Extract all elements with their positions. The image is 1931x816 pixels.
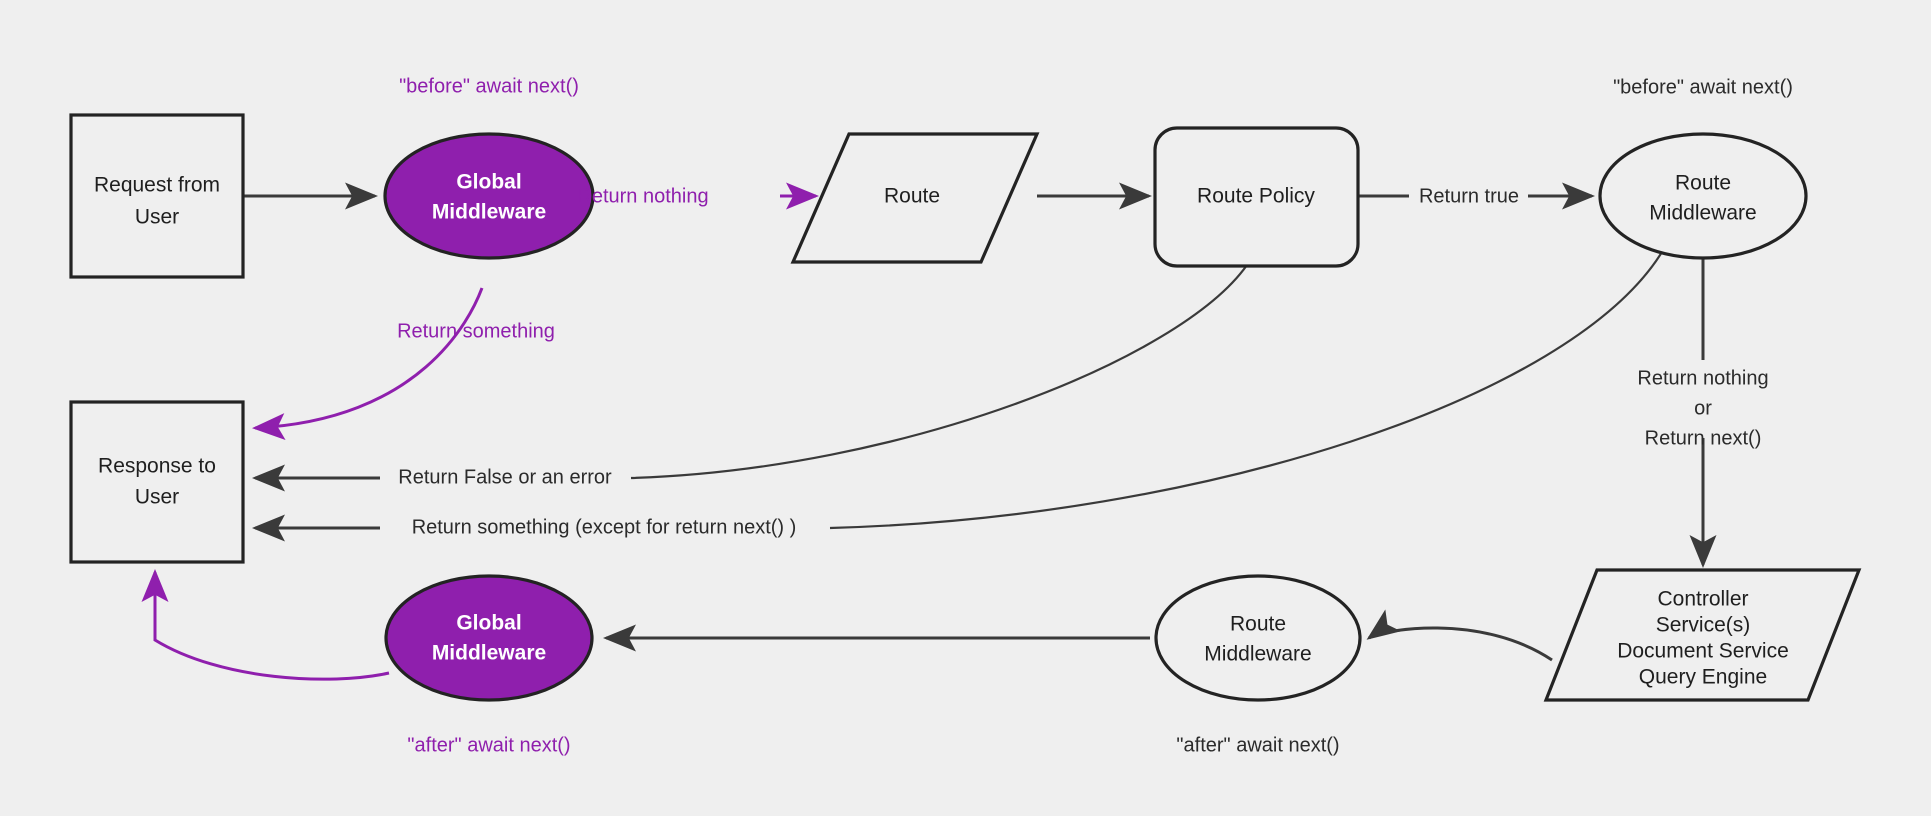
node-global-middleware-top[interactable]: Global Middleware bbox=[383, 132, 595, 260]
node-response-to-user[interactable]: Response to User bbox=[69, 400, 245, 564]
route-middleware-bottom-ellipse[interactable] bbox=[1154, 574, 1362, 702]
edge-label-return-something: Return something bbox=[397, 320, 555, 342]
node-route-middleware-bottom[interactable]: Route Middleware bbox=[1154, 574, 1362, 702]
global-middleware-bottom-label-line2: Middleware bbox=[432, 642, 546, 665]
request-from-user-label-line2: User bbox=[135, 206, 179, 229]
route-middleware-top-label-line2: Middleware bbox=[1649, 202, 1756, 225]
edge-label-return-nothing: Return nothing bbox=[577, 185, 708, 207]
route-policy-label: Route Policy bbox=[1197, 185, 1315, 208]
node-route-policy[interactable]: Route Policy bbox=[1153, 126, 1360, 268]
edge-label-route-middleware-branch-line3: Return next() bbox=[1645, 427, 1762, 449]
route-middleware-bottom-label-line1: Route bbox=[1230, 613, 1286, 636]
edge-label-return-something-except: Return something (except for return next… bbox=[412, 516, 797, 538]
controller-label-line4: Query Engine bbox=[1639, 666, 1767, 689]
controller-services-parallelogram[interactable] bbox=[1543, 568, 1862, 702]
response-to-user-label-line2: User bbox=[135, 486, 179, 509]
edge-label-route-middleware-branch-line1: Return nothing bbox=[1637, 367, 1768, 389]
response-to-user-box[interactable] bbox=[69, 400, 245, 564]
global-middleware-bottom-label-line1: Global bbox=[456, 612, 521, 635]
edge-route-middleware-to-response-curve bbox=[829, 251, 1663, 530]
route-middleware-top-label-line1: Route bbox=[1675, 172, 1731, 195]
controller-label-line3: Document Service bbox=[1617, 640, 1789, 663]
node-route[interactable]: Route bbox=[790, 132, 1040, 264]
edge-global-middleware-to-response-curve bbox=[252, 287, 484, 441]
node-global-middleware-bottom[interactable]: Global Middleware bbox=[384, 574, 594, 702]
edge-label-return-false-or-error: Return False or an error bbox=[398, 466, 612, 488]
node-controller-services[interactable]: Controller Service(s) Document Service Q… bbox=[1543, 568, 1862, 702]
global-middleware-bottom-ellipse[interactable] bbox=[384, 574, 594, 702]
edge-label-route-middleware-branch-line2: or bbox=[1694, 397, 1712, 419]
edge-global-middleware-bottom-to-response bbox=[141, 569, 390, 681]
edge-route-policy-to-response-curve bbox=[630, 264, 1248, 480]
annotation-global-before-await-next: "before" await next() bbox=[399, 75, 579, 97]
response-to-user-label-line1: Response to bbox=[98, 455, 216, 478]
route-middleware-top-ellipse[interactable] bbox=[1598, 132, 1808, 260]
annotation-global-after-await-next: "after" await next() bbox=[407, 734, 570, 756]
route-policy-box[interactable] bbox=[1153, 126, 1360, 268]
route-parallelogram[interactable] bbox=[790, 132, 1040, 264]
request-from-user-label-line1: Request from bbox=[94, 174, 220, 197]
node-route-middleware-top[interactable]: Route Middleware bbox=[1598, 132, 1808, 260]
global-middleware-top-ellipse[interactable] bbox=[383, 132, 595, 260]
edge-controller-to-route-middleware-bottom bbox=[1366, 609, 1553, 662]
annotation-route-before-await-next: "before" await next() bbox=[1613, 76, 1793, 98]
global-middleware-top-label-line1: Global bbox=[456, 171, 521, 194]
controller-label-line2: Service(s) bbox=[1656, 614, 1751, 637]
route-middleware-bottom-label-line2: Middleware bbox=[1204, 643, 1311, 666]
edge-label-return-true: Return true bbox=[1419, 185, 1519, 207]
global-middleware-top-label-line2: Middleware bbox=[432, 201, 546, 224]
request-from-user-box[interactable] bbox=[69, 113, 245, 279]
route-label: Route bbox=[884, 185, 940, 208]
node-request-from-user[interactable]: Request from User bbox=[69, 113, 245, 279]
annotation-route-after-await-next: "after" await next() bbox=[1176, 734, 1339, 756]
controller-label-line1: Controller bbox=[1657, 588, 1748, 611]
